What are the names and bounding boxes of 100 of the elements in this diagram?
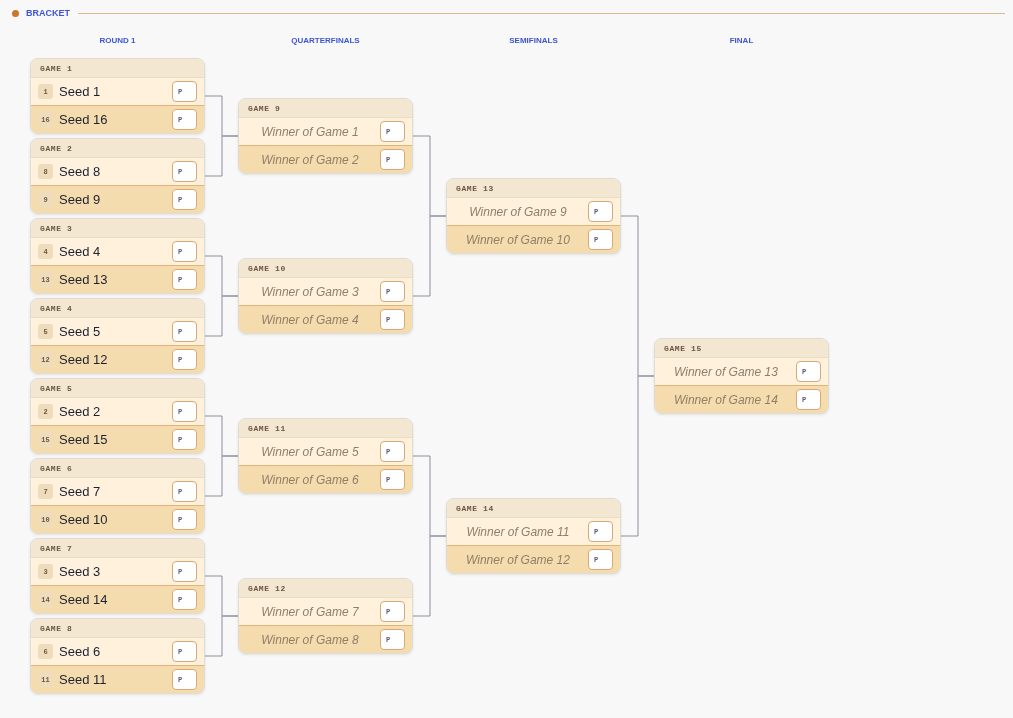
winner-input-field: Winner of Game 2 bbox=[246, 146, 374, 173]
winner-input-field: Winner of Game 4 bbox=[246, 306, 374, 333]
team-row bbox=[239, 625, 412, 653]
team-row bbox=[31, 478, 204, 505]
match-card bbox=[654, 338, 829, 414]
match-card bbox=[30, 58, 205, 134]
bracket-connector bbox=[204, 455, 239, 497]
team-row bbox=[31, 78, 204, 105]
match-card bbox=[30, 458, 205, 534]
match-heading: GAME 11 bbox=[239, 419, 412, 438]
team-name: Seed 6 bbox=[59, 644, 102, 659]
match-heading: GAME 8 bbox=[31, 619, 204, 638]
winner-input-field: Winner of Game 5 bbox=[246, 438, 374, 465]
team-name: Seed 16 bbox=[59, 112, 109, 127]
match-card bbox=[238, 578, 413, 654]
winner-input-field: Winner of Game 10 bbox=[454, 226, 582, 253]
team-name: Seed 11 bbox=[59, 672, 108, 687]
team-row bbox=[31, 425, 204, 453]
team-row bbox=[239, 438, 412, 465]
team-row bbox=[31, 665, 204, 693]
team-row bbox=[31, 318, 204, 345]
match-heading: GAME 14 bbox=[447, 499, 620, 518]
winner-input-field: Winner of Game 14 bbox=[662, 386, 790, 413]
team-row bbox=[239, 118, 412, 145]
match-heading: GAME 2 bbox=[31, 139, 204, 158]
match-heading: GAME 3 bbox=[31, 219, 204, 238]
team-row bbox=[239, 598, 412, 625]
team-row bbox=[31, 585, 204, 613]
team-row bbox=[31, 345, 204, 373]
team-row bbox=[655, 385, 828, 413]
match-heading: GAME 15 bbox=[655, 339, 828, 358]
bracket-connector bbox=[620, 375, 655, 537]
team-row bbox=[447, 198, 620, 225]
match-card bbox=[446, 498, 621, 574]
match-heading: GAME 7 bbox=[31, 539, 204, 558]
team-row bbox=[239, 305, 412, 333]
bracket-connector bbox=[204, 615, 239, 657]
match-card bbox=[30, 138, 205, 214]
team-name: Seed 5 bbox=[59, 324, 102, 339]
match-card bbox=[238, 418, 413, 494]
team-row bbox=[31, 105, 204, 133]
team-row bbox=[31, 398, 204, 425]
winner-input-field: Winner of Game 11 bbox=[454, 518, 582, 545]
match-heading: GAME 13 bbox=[447, 179, 620, 198]
match-card bbox=[446, 178, 621, 254]
team-row bbox=[239, 465, 412, 493]
bracket-connector bbox=[412, 215, 447, 297]
match-card bbox=[30, 298, 205, 374]
winner-input-field: Winner of Game 12 bbox=[454, 546, 582, 573]
team-row bbox=[31, 158, 204, 185]
match-card bbox=[30, 378, 205, 454]
winner-input-field: Winner of Game 3 bbox=[246, 278, 374, 305]
match-heading: GAME 6 bbox=[31, 459, 204, 478]
bracket-connector bbox=[204, 295, 239, 337]
team-name: Seed 8 bbox=[59, 164, 102, 179]
round-heading: SEMIFINALS bbox=[508, 36, 559, 45]
team-name: Seed 9 bbox=[59, 192, 102, 207]
team-row bbox=[239, 278, 412, 305]
bracket-connector bbox=[204, 135, 239, 177]
team-row bbox=[447, 225, 620, 253]
winner-input-field: Winner of Game 6 bbox=[246, 466, 374, 493]
team-row bbox=[655, 358, 828, 385]
team-name: Seed 12 bbox=[59, 352, 109, 367]
team-name: Seed 4 bbox=[59, 244, 102, 259]
section-title: BRACKET bbox=[26, 8, 70, 18]
team-row bbox=[447, 518, 620, 545]
team-row bbox=[31, 238, 204, 265]
match-heading: GAME 5 bbox=[31, 379, 204, 398]
team-row bbox=[31, 265, 204, 293]
winner-input-field: Winner of Game 1 bbox=[246, 118, 374, 145]
match-heading: GAME 12 bbox=[239, 579, 412, 598]
team-name: Seed 2 bbox=[59, 404, 102, 419]
match-heading: GAME 4 bbox=[31, 299, 204, 318]
team-name: Seed 13 bbox=[59, 272, 109, 287]
match-card bbox=[30, 218, 205, 294]
team-name: Seed 14 bbox=[59, 592, 109, 607]
team-row bbox=[31, 505, 204, 533]
match-heading: GAME 10 bbox=[239, 259, 412, 278]
match-card bbox=[238, 258, 413, 334]
team-row bbox=[31, 185, 204, 213]
team-name: Seed 3 bbox=[59, 564, 102, 579]
round-heading: FINAL bbox=[728, 36, 755, 45]
match-card bbox=[238, 98, 413, 174]
team-row bbox=[239, 145, 412, 173]
team-row bbox=[31, 638, 204, 665]
team-row bbox=[31, 558, 204, 585]
winner-input-field: Winner of Game 9 bbox=[454, 198, 582, 225]
bracket-connector bbox=[412, 535, 447, 617]
match-heading: GAME 9 bbox=[239, 99, 412, 118]
winner-input-field: Winner of Game 13 bbox=[662, 358, 790, 385]
winner-input-field: Winner of Game 8 bbox=[246, 626, 374, 653]
match-heading: GAME 1 bbox=[31, 59, 204, 78]
team-name: Seed 1 bbox=[59, 84, 102, 99]
team-name: Seed 10 bbox=[59, 512, 109, 527]
winner-input-field: Winner of Game 7 bbox=[246, 598, 374, 625]
team-row bbox=[447, 545, 620, 573]
round-heading: QUARTERFINALS bbox=[290, 36, 361, 45]
team-name: Seed 15 bbox=[59, 432, 109, 447]
match-card bbox=[30, 618, 205, 694]
match-card bbox=[30, 538, 205, 614]
